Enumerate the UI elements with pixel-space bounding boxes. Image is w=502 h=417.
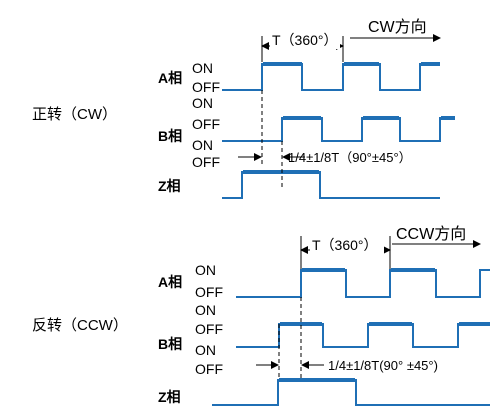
- cw-z-waveform: [222, 171, 440, 199]
- cw-z-off-label: OFF: [192, 154, 220, 170]
- cw-a-off-label: OFF: [192, 79, 220, 95]
- ccw-rotation-label: CCW方向: [396, 225, 466, 243]
- ccw-b-on-label-top: ON: [195, 302, 216, 318]
- ccw-a-waveform: [236, 269, 490, 298]
- ccw-a-off-label: OFF: [195, 284, 223, 300]
- ccw-z-off-label: OFF: [195, 361, 223, 377]
- cw-b-on-label-top: ON: [192, 95, 213, 111]
- cw-channel-z-label: Z相: [158, 178, 181, 194]
- cw-a-waveform: [222, 63, 440, 91]
- ccw-channel-z-label: Z相: [158, 389, 181, 405]
- ccw-a-on-label: ON: [195, 262, 216, 278]
- ccw-b-waveform: [236, 323, 490, 348]
- cw-period-label: T（360°）: [272, 32, 338, 48]
- cw-a-on-label: ON: [192, 60, 213, 76]
- ccw-channel-b-label: B相: [158, 336, 182, 352]
- cw-phase-label: 1/4±1/8T（90°±45°）: [288, 150, 412, 165]
- cw-channel-a-label: A相: [158, 70, 182, 86]
- cw-rotation-label: CW方向: [368, 18, 427, 36]
- ccw-z-waveform: [212, 379, 490, 406]
- ccw-section: 反转（CCW） T（360°） CCW方向 A相 ON OFF ON OFF B…: [32, 225, 490, 406]
- ccw-direction-label: 反转（CCW）: [32, 317, 128, 334]
- ccw-channel-a-label: A相: [158, 274, 182, 290]
- cw-b-off-label: OFF: [192, 116, 220, 132]
- cw-b-waveform: [222, 117, 455, 142]
- cw-section: 正转（CW） T（360°） CW方向 A相 ON OFF ON OFF B相 …: [32, 18, 455, 199]
- ccw-period-label: T（360°）: [312, 237, 378, 253]
- cw-direction-label: 正转（CW）: [32, 106, 117, 123]
- cw-b-on-label: ON: [192, 137, 213, 153]
- ccw-b-off-label: OFF: [195, 321, 223, 337]
- ccw-b-on-label: ON: [195, 342, 216, 358]
- ccw-phase-label: 1/4±1/8T(90° ±45°): [328, 358, 438, 373]
- cw-channel-b-label: B相: [158, 128, 182, 144]
